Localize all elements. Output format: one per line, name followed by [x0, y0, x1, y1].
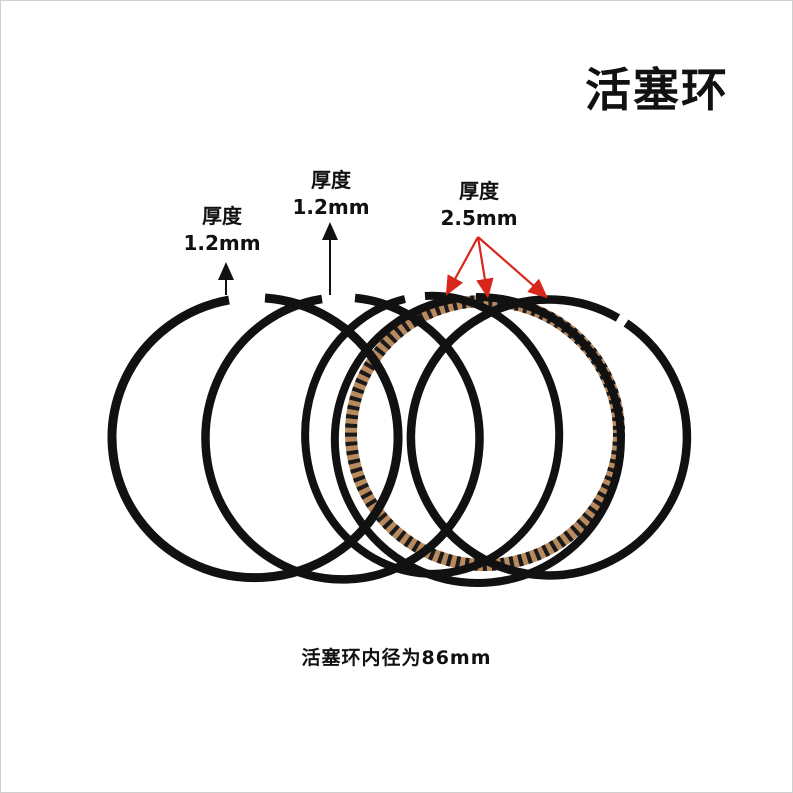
red-arrow-icon [476, 236, 494, 299]
oil-ring-rail-2 [330, 292, 625, 587]
red-arrow-group [445, 236, 548, 299]
thickness-heading: 厚度 [202, 204, 242, 228]
thickness-value: 1.2mm [183, 231, 261, 255]
compression-ring-2 [201, 293, 484, 584]
thickness-value: 1.2mm [292, 195, 370, 219]
thickness-heading: 厚度 [311, 168, 351, 192]
thickness-value: 2.5mm [440, 206, 518, 230]
red-arrow-icon [445, 236, 479, 296]
thickness-label-oil-ring: 厚度 2.5mm [424, 178, 534, 232]
thickness-heading: 厚度 [459, 179, 499, 203]
red-arrow-icon [477, 236, 548, 299]
inner-diameter-caption: 活塞环内径为86mm [301, 647, 492, 669]
oil-ring-rail-1 [301, 291, 564, 578]
thickness-label-ring-2: 厚度 1.2mm [281, 167, 381, 221]
product-title: 活塞环 [585, 63, 729, 117]
compression-ring-1 [107, 293, 403, 583]
oil-ring-rail-3 [406, 295, 692, 580]
thickness-label-ring-1: 厚度 1.2mm [172, 203, 272, 257]
